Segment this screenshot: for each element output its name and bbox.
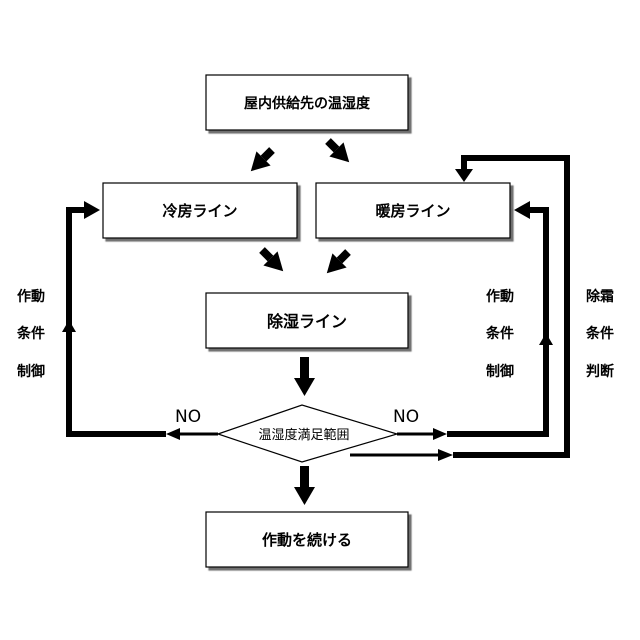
box-heating-label: 暖房ライン	[375, 202, 450, 220]
box-dehum: 除湿ライン	[206, 293, 408, 348]
box-dehum-label: 除湿ライン	[267, 312, 347, 331]
box-heating: 暖房ライン	[316, 183, 510, 238]
no-label-left: NO	[175, 407, 201, 427]
no-label-right: NO	[393, 407, 419, 427]
decision-diamond: 温湿度満足範囲	[218, 405, 397, 462]
right-side-line-2: 条件	[585, 325, 614, 342]
side-label-right: 除霜 条件 判断	[585, 288, 614, 380]
box-source-label: 屋内供給先の温湿度	[244, 95, 371, 112]
decision-label: 温湿度満足範囲	[258, 427, 349, 443]
right-side-line-1: 除霜	[586, 288, 614, 305]
left-side-line-1: 作動	[17, 288, 45, 305]
box-continue: 作動を続ける	[206, 512, 408, 567]
side-label-middle: 作動 条件 制御	[485, 288, 514, 380]
right-side-line-3: 判断	[586, 363, 614, 380]
box-continue-label: 作動を続ける	[262, 531, 352, 549]
mid-side-line-1: 作動	[486, 288, 514, 305]
arrow-dehum-to-decision	[294, 357, 315, 396]
left-side-line-2: 条件	[16, 325, 45, 342]
arrow-decision-to-continue	[294, 466, 315, 505]
arrow-heating-to-dehum	[320, 245, 355, 280]
mid-side-line-3: 制御	[486, 363, 514, 380]
box-cooling-label: 冷房ライン	[162, 202, 237, 220]
arrow-source-to-cooling	[244, 143, 279, 178]
box-cooling: 冷房ライン	[103, 183, 297, 238]
box-source: 屋内供給先の温湿度	[206, 75, 408, 130]
arrow-source-to-heating	[321, 134, 356, 169]
arrow-cooling-to-dehum	[255, 243, 290, 278]
left-side-line-3: 制御	[17, 363, 45, 380]
mid-side-line-2: 条件	[485, 325, 514, 342]
side-label-left: 作動 条件 制御	[16, 288, 45, 380]
